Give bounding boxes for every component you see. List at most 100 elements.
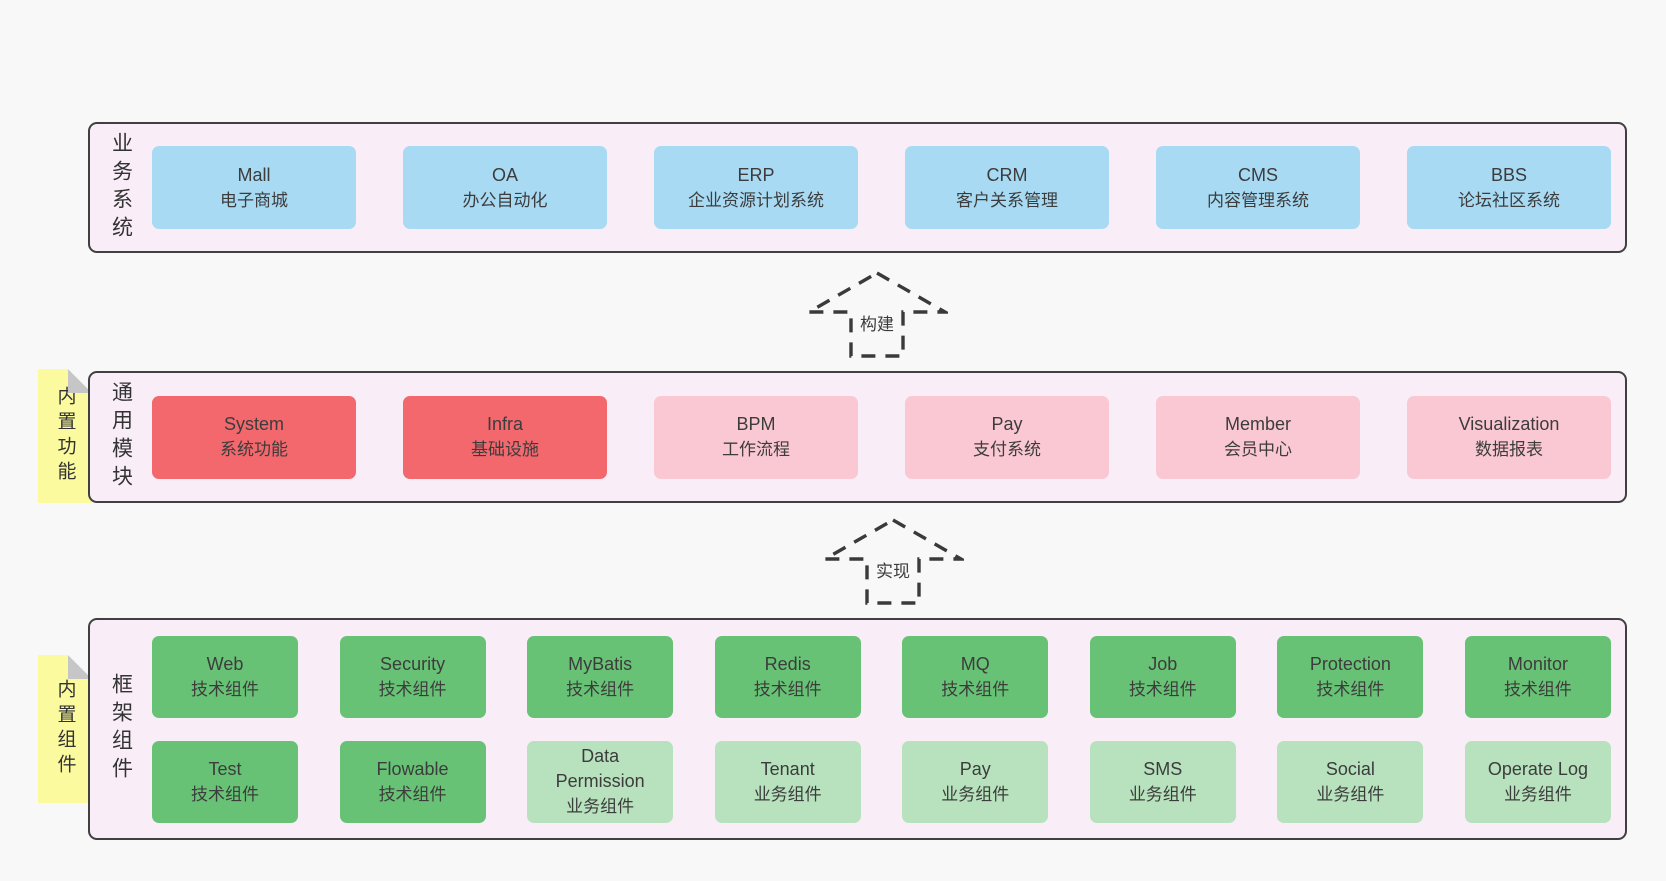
- node-web-desc: 技术组件: [191, 679, 259, 699]
- node-tenant-desc: 业务组件: [753, 784, 822, 804]
- node-member: Member 会员中心: [1156, 395, 1360, 479]
- node-test-desc: 技术组件: [191, 784, 259, 804]
- node-monitor-desc: 技术组件: [1503, 679, 1572, 699]
- band-framework-components-boxes: Web 技术组件 Security 技术组件 MyBatis 技术组件 Redi…: [152, 620, 1611, 838]
- node-job-desc: 技术组件: [1128, 679, 1197, 699]
- node-cms: CMS 内容管理系统: [1156, 146, 1360, 229]
- node-infra-desc: 基础设施: [471, 440, 539, 459]
- band-business-systems-boxes: Mall 电子商城 OA 办公自动化 ERP 企业资源计划系统 CRM 客户关系…: [152, 124, 1611, 251]
- node-social-name: Social: [1325, 758, 1375, 779]
- node-system-desc: 系统功能: [220, 440, 288, 459]
- node-visualization-name: Visualization: [1458, 414, 1560, 434]
- node-crm-desc: 客户关系管理: [956, 190, 1058, 210]
- node-erp-desc: 企业资源计划系统: [688, 190, 824, 210]
- node-flowable-name: Flowable: [376, 758, 449, 779]
- node-bpm-desc: 工作流程: [722, 440, 790, 459]
- band-common-modules: 通用模块 System 系统功能 Infra 基础设施 BPM 工作流程 Pay…: [88, 371, 1627, 503]
- node-oa-desc: 办公自动化: [462, 190, 548, 210]
- sticky-built-in-components: 内置组件: [38, 655, 92, 803]
- node-security-name: Security: [380, 653, 446, 674]
- sticky-built-in-components-label: 内置组件: [54, 679, 76, 779]
- node-tenant-name: Tenant: [760, 758, 815, 779]
- band-common-modules-label: 通用模块: [109, 381, 133, 493]
- node-mall-name: Mall: [237, 164, 271, 185]
- node-redis-name: Redis: [764, 653, 811, 674]
- node-system: System 系统功能: [152, 395, 356, 479]
- node-protection-name: Protection: [1309, 653, 1391, 674]
- node-operate-log: Operate Log 业务组件: [1464, 740, 1611, 823]
- node-cms-name: CMS: [1238, 164, 1278, 185]
- node-flowable: Flowable 技术组件: [339, 740, 486, 823]
- node-protection: Protection 技术组件: [1277, 635, 1424, 718]
- node-visualization: Visualization 数据报表: [1407, 395, 1611, 479]
- node-bbs: BBS 论坛社区系统: [1407, 146, 1611, 229]
- node-redis-desc: 技术组件: [753, 679, 822, 699]
- node-mq: MQ 技术组件: [902, 635, 1049, 718]
- node-system-name: System: [223, 414, 284, 434]
- node-social-desc: 业务组件: [1316, 784, 1385, 804]
- node-web: Web 技术组件: [152, 635, 298, 718]
- node-flowable-desc: 技术组件: [378, 784, 447, 804]
- node-redis: Redis 技术组件: [714, 635, 861, 718]
- band-common-modules-boxes: System 系统功能 Infra 基础设施 BPM 工作流程 Pay 支付系统…: [152, 373, 1611, 501]
- node-crm-name: CRM: [986, 164, 1028, 185]
- node-member-name: Member: [1224, 414, 1291, 434]
- node-pay-module-name: Pay: [991, 414, 1023, 434]
- node-monitor-name: Monitor: [1507, 653, 1568, 674]
- node-member-desc: 会员中心: [1224, 440, 1292, 459]
- node-cms-desc: 内容管理系统: [1207, 190, 1309, 210]
- node-operate-log-name: Operate Log: [1487, 758, 1588, 779]
- sticky-built-in-features: 内置功能: [38, 369, 92, 503]
- framework-row-business: Test 技术组件 Flowable 技术组件 Data Permission …: [152, 740, 1611, 823]
- node-web-name: Web: [206, 653, 244, 674]
- node-bpm-name: BPM: [736, 414, 776, 434]
- node-infra: Infra 基础设施: [403, 395, 607, 479]
- node-oa-name: OA: [491, 164, 518, 185]
- node-mybatis-desc: 技术组件: [566, 679, 635, 699]
- node-data-permission-desc: 业务组件: [566, 797, 635, 816]
- node-mq-desc: 技术组件: [941, 679, 1010, 699]
- node-bbs-desc: 论坛社区系统: [1458, 190, 1560, 210]
- node-mybatis: MyBatis 技术组件: [527, 635, 674, 718]
- arrow-build-label: 构建: [857, 314, 897, 336]
- sticky-built-in-features-label: 内置功能: [54, 386, 76, 486]
- node-tenant: Tenant 业务组件: [714, 740, 861, 823]
- node-mall-desc: 电子商城: [220, 190, 288, 210]
- node-erp: ERP 企业资源计划系统: [654, 146, 858, 229]
- node-sms-name: SMS: [1143, 758, 1183, 779]
- node-bbs-name: BBS: [1490, 164, 1528, 185]
- node-mq-name: MQ: [960, 653, 990, 674]
- band-business-systems-label: 业务系统: [109, 131, 133, 244]
- arrow-build: 构建: [806, 270, 948, 358]
- node-job: Job 技术组件: [1089, 635, 1236, 718]
- node-data-permission-name: Data Permission: [555, 746, 645, 791]
- node-mall: Mall 电子商城: [152, 146, 356, 229]
- node-bpm: BPM 工作流程: [654, 395, 858, 479]
- framework-row-tech: Web 技术组件 Security 技术组件 MyBatis 技术组件 Redi…: [152, 635, 1611, 718]
- node-monitor: Monitor 技术组件: [1464, 635, 1611, 718]
- node-social: Social 业务组件: [1277, 740, 1424, 823]
- node-mybatis-name: MyBatis: [568, 653, 633, 674]
- node-pay-component-name: Pay: [959, 758, 991, 779]
- node-pay-module: Pay 支付系统: [905, 395, 1109, 479]
- node-pay-component: Pay 业务组件: [902, 740, 1049, 823]
- band-business-systems: 业务系统 Mall 电子商城 OA 办公自动化 ERP 企业资源计划系统 CRM…: [88, 122, 1627, 253]
- node-sms-desc: 业务组件: [1128, 784, 1197, 804]
- node-pay-component-desc: 业务组件: [941, 784, 1010, 804]
- node-protection-desc: 技术组件: [1316, 679, 1385, 699]
- node-test-name: Test: [208, 758, 242, 779]
- arrow-implement: 实现: [822, 517, 964, 605]
- arrow-implement-label: 实现: [873, 561, 913, 583]
- node-job-name: Job: [1148, 653, 1178, 674]
- node-security-desc: 技术组件: [378, 679, 447, 699]
- node-visualization-desc: 数据报表: [1475, 440, 1543, 459]
- node-crm: CRM 客户关系管理: [905, 146, 1109, 229]
- node-security: Security 技术组件: [339, 635, 486, 718]
- node-pay-module-desc: 支付系统: [973, 440, 1041, 459]
- band-framework-components-label: 框架组件: [109, 673, 133, 785]
- node-sms: SMS 业务组件: [1089, 740, 1236, 823]
- node-oa: OA 办公自动化: [403, 146, 607, 229]
- node-erp-name: ERP: [737, 164, 775, 185]
- node-operate-log-desc: 业务组件: [1503, 784, 1572, 804]
